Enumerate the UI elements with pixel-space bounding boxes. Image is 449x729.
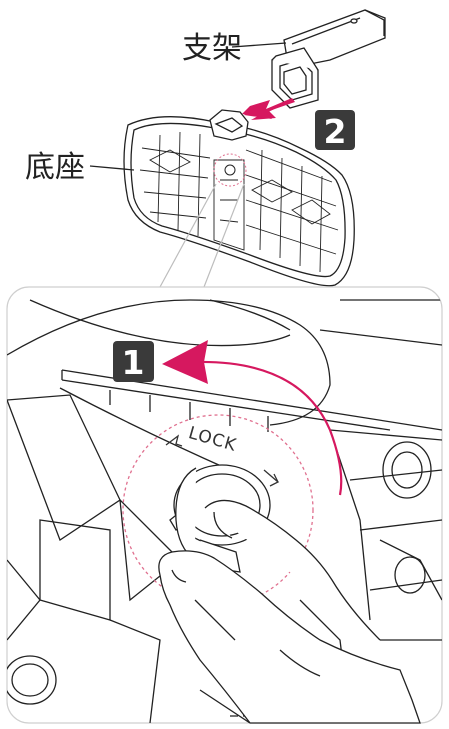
step-2-badge: 2 [315, 110, 355, 151]
stand-bracket [271, 9, 386, 109]
step-2-number: 2 [324, 112, 347, 151]
lock-highlight-circle [122, 414, 314, 606]
bracket-leader-line [231, 42, 287, 48]
base-lock-highlight [213, 153, 247, 187]
step-1-badge: 1 [113, 341, 154, 382]
rotation-arc [195, 360, 343, 496]
base-ribs [139, 131, 339, 273]
base-leader-line [89, 165, 135, 171]
lock-left-arrow-icon [165, 434, 183, 447]
base-label: 底座 [25, 150, 85, 185]
step-1-number: 1 [122, 343, 145, 382]
insert-arrow-icon [242, 98, 296, 120]
hand [158, 467, 421, 724]
base-lock-knob [224, 164, 236, 176]
lock-right-arrow-icon [263, 469, 280, 487]
curved-arrow-icon [162, 340, 208, 384]
bracket-label: 支架 [182, 31, 242, 66]
zoom-callout-lines [159, 183, 245, 288]
